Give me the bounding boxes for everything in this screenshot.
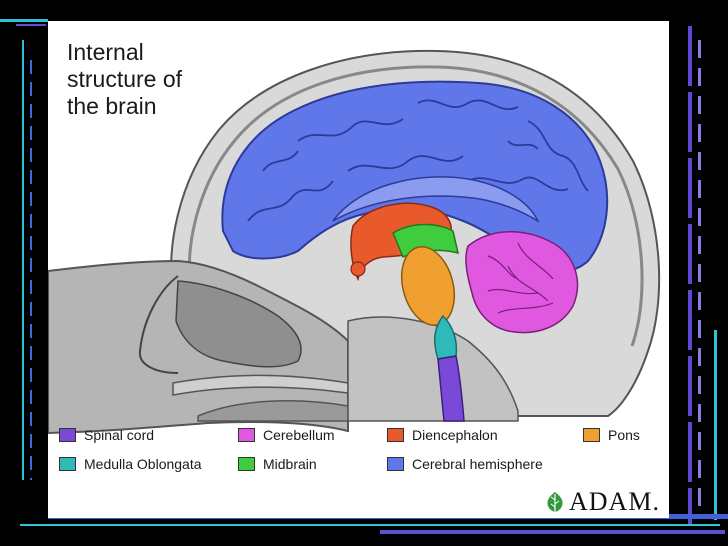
decor-bar-right-cyan xyxy=(714,330,717,520)
decor-bar-top-purple xyxy=(16,24,46,26)
title-line-3: the brain xyxy=(67,93,157,119)
leaf-icon xyxy=(547,492,563,512)
title-line-1: Internal xyxy=(67,39,144,65)
legend-item-midbrain: Midbrain xyxy=(238,456,317,472)
title-line-2: structure of xyxy=(67,66,183,92)
decor-bar-left-dash xyxy=(30,60,32,480)
legend-label: Cerebral hemisphere xyxy=(412,456,543,472)
legend-item-medulla-oblongata: Medulla Oblongata xyxy=(59,456,202,472)
legend-label: Spinal cord xyxy=(84,427,155,443)
cerebral-hemisphere xyxy=(221,80,609,273)
page-title: Internal structure of the brain xyxy=(67,39,227,120)
pituitary xyxy=(350,261,366,277)
nose xyxy=(138,275,179,374)
decor-bar-right-dash xyxy=(698,40,701,510)
decor-bar-top-cyan xyxy=(0,19,48,22)
cerebellum-folia xyxy=(487,242,554,314)
legend-item-pons: Pons xyxy=(583,427,640,443)
legend-item-diencephalon: Diencephalon xyxy=(387,427,498,443)
decor-bar-bottom-purple xyxy=(380,530,725,534)
adam-logo: ADAM. xyxy=(544,487,660,517)
spinal-cord xyxy=(437,355,465,422)
legend-item-cerebral-hemisphere: Cerebral hemisphere xyxy=(387,456,543,472)
legend-label: Midbrain xyxy=(263,456,317,472)
legend-label: Medulla Oblongata xyxy=(84,456,202,472)
cerebral-gyri xyxy=(247,99,589,222)
neck-tissue xyxy=(347,316,519,422)
legend-label: Cerebellum xyxy=(263,427,335,443)
nasal-cavity xyxy=(175,280,302,368)
corpus-callosum xyxy=(332,176,540,223)
swatch-cerebellum xyxy=(238,428,255,442)
legend-item-cerebellum: Cerebellum xyxy=(238,427,335,443)
decor-bar-left-cyan xyxy=(22,40,24,480)
swatch-medulla-oblongata xyxy=(59,457,76,471)
legend-item-spinal-cord: Spinal cord xyxy=(59,427,154,443)
decor-bar-bottom-cyan xyxy=(20,524,720,526)
legend: Spinal cord Medulla Oblongata Cerebellum… xyxy=(48,21,669,518)
swatch-pons xyxy=(583,428,600,442)
legend-label: Diencephalon xyxy=(412,427,498,443)
swatch-cerebral-hemisphere xyxy=(387,457,404,471)
swatch-diencephalon xyxy=(387,428,404,442)
slide-panel: Internal structure of the brain Spinal c… xyxy=(48,21,669,518)
brain-illustration xyxy=(48,49,661,435)
swatch-midbrain xyxy=(238,457,255,471)
swatch-spinal-cord xyxy=(59,428,76,442)
legend-label: Pons xyxy=(608,427,640,443)
logo-text: ADAM. xyxy=(569,487,660,516)
decor-bar-right-purple xyxy=(688,26,692,526)
